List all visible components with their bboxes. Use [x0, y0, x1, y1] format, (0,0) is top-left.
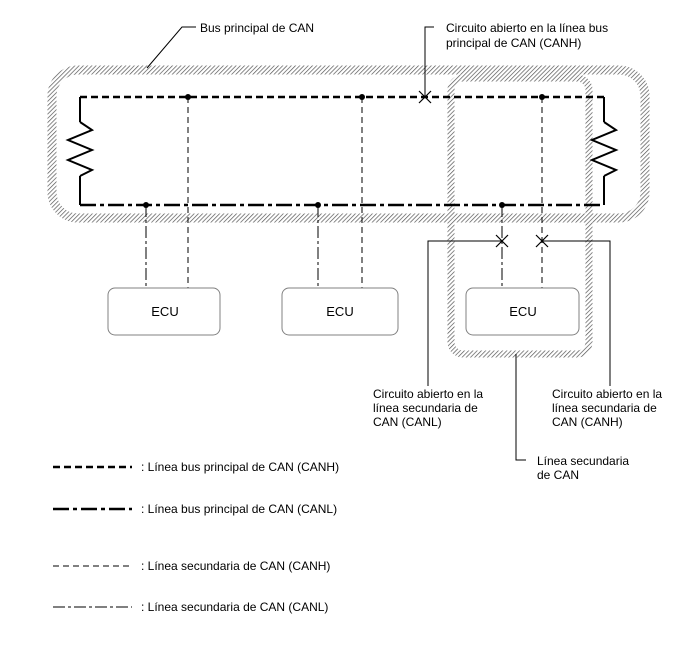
- junction-dots: [143, 94, 545, 208]
- legend-text-sub-canh: : Línea secundaria de CAN (CANH): [141, 559, 330, 573]
- open-sub-canh-label: Circuito abierto en la: [552, 387, 662, 401]
- leader-lines: [146, 26, 611, 461]
- open-main-canh-label: Circuito abierto en la línea bus: [446, 21, 608, 35]
- right-termination-resistor: [589, 97, 619, 205]
- sub-canl-lines: [145, 205, 503, 288]
- open-sub-canl-label-3: CAN (CANL): [373, 415, 442, 429]
- open-sub-canl-label: Circuito abierto en la: [373, 387, 483, 401]
- ecu-box-2: ECU: [281, 287, 399, 336]
- sub-line-label: Línea secundaria: [537, 454, 629, 468]
- open-sub-canl-label-2: línea secundaria de: [373, 401, 478, 415]
- legend-text-main-canl: : Línea bus principal de CAN (CANL): [141, 502, 337, 516]
- left-termination-resistor: [65, 97, 95, 205]
- open-sub-canh-label-3: CAN (CANH): [552, 415, 623, 429]
- ecu-box-1: ECU: [107, 287, 221, 336]
- ecu-label: ECU: [151, 304, 178, 319]
- sub-line-label-2: de CAN: [537, 468, 579, 482]
- ecu-box-3: ECU: [465, 287, 580, 336]
- legend-text-sub-canl: : Línea secundaria de CAN (CANL): [141, 600, 328, 614]
- main-bus-label: Bus principal de CAN: [200, 21, 314, 35]
- ecu-label: ECU: [326, 304, 353, 319]
- main-bus-highlight: [47, 65, 650, 223]
- sub-canh-lines: [187, 97, 543, 288]
- open-main-canh-label-2: principal de CAN (CANH): [446, 36, 581, 50]
- sub-line-highlight: [447, 74, 593, 358]
- ecu-label: ECU: [509, 304, 536, 319]
- legend: : Línea bus principal de CAN (CANH) : Lí…: [53, 460, 339, 614]
- open-sub-canh-label-2: línea secundaria de: [552, 401, 657, 415]
- legend-text-main-canh: : Línea bus principal de CAN (CANH): [141, 460, 339, 474]
